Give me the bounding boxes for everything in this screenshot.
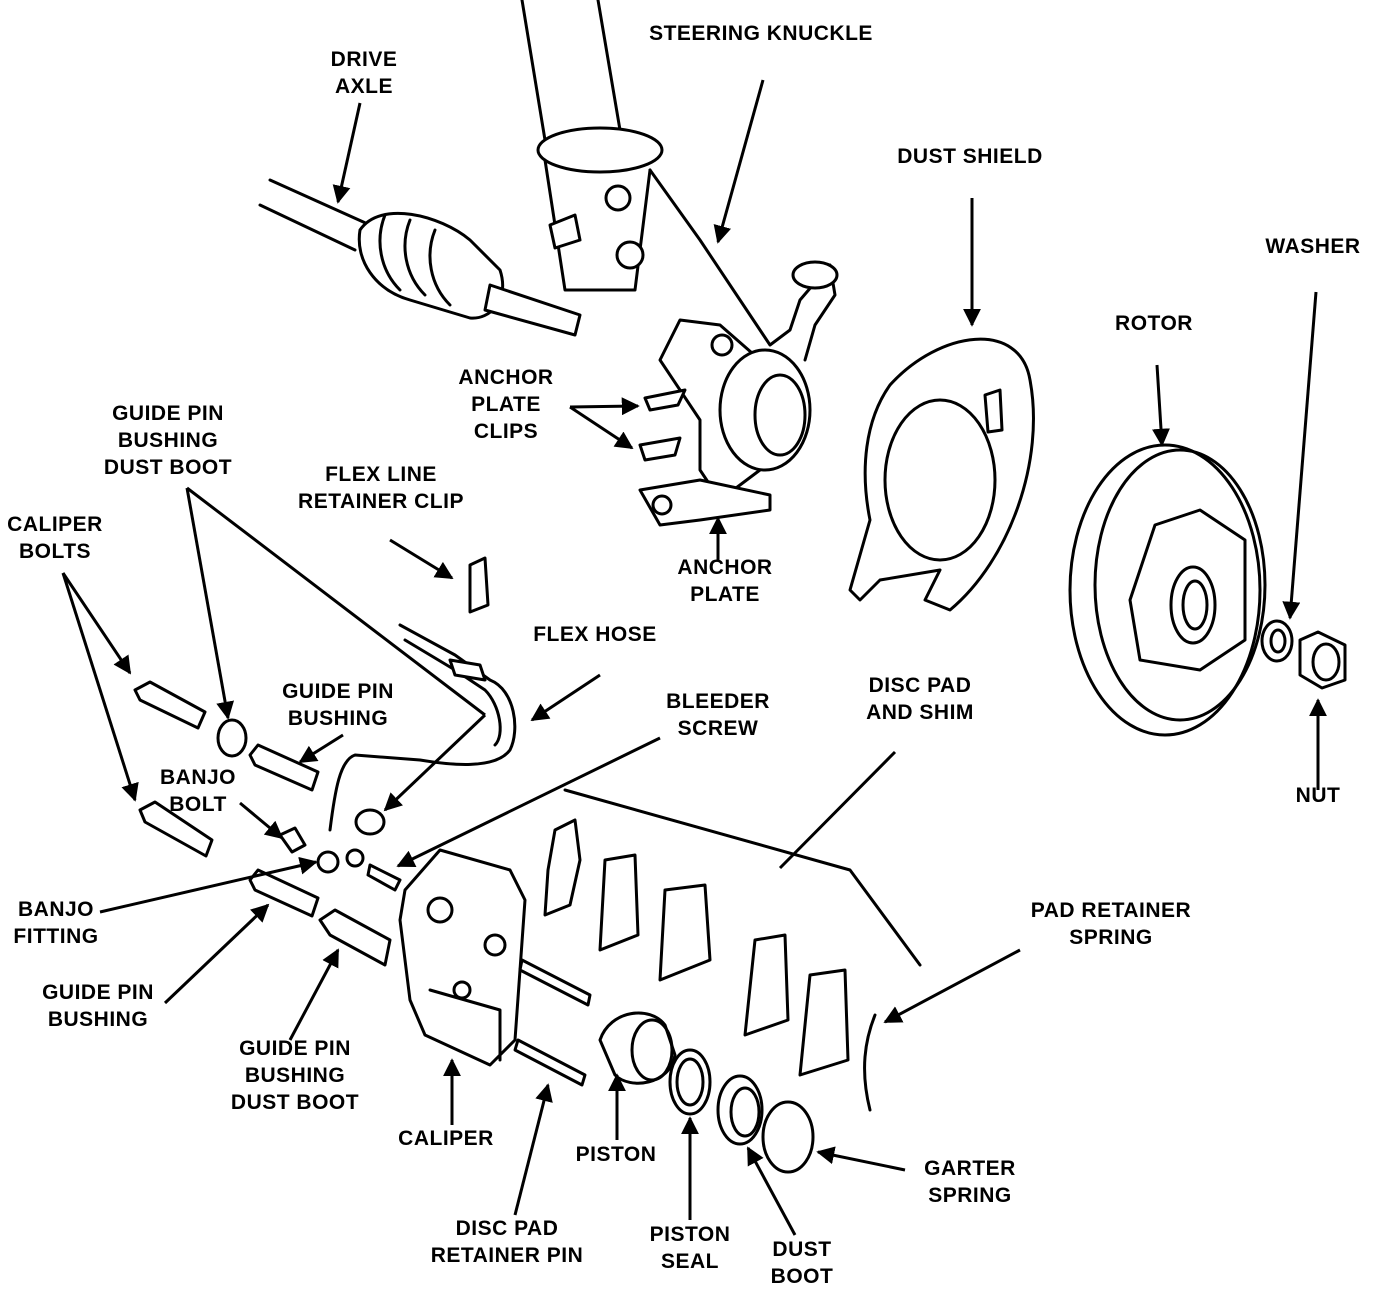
caliper-bolts-drawing	[133, 680, 214, 858]
label-nut: NUT	[1295, 784, 1341, 807]
drive-axle-drawing	[258, 178, 582, 337]
label-washer: WASHER	[1265, 235, 1361, 258]
flex-line-clip-drawing	[468, 556, 490, 614]
disc-pads-drawing	[543, 788, 922, 1077]
label-dust-shield: DUST SHIELD	[897, 145, 1043, 168]
caliper-drawing	[398, 848, 527, 1067]
pointer-lines	[61, 79, 1327, 1236]
rotor-drawing	[1068, 443, 1267, 737]
label-steering-knuckle: STEERING KNUCKLE	[649, 22, 873, 45]
label-piston: PISTON	[575, 1143, 657, 1166]
strut-drawing	[520, 0, 664, 292]
pad-retainer-spring-drawing	[863, 1013, 877, 1112]
anchor-plate-clips-drawing	[638, 388, 687, 462]
dust-shield-drawing	[848, 337, 1035, 612]
washer-nut-drawing	[1260, 619, 1347, 690]
piston-parts-drawing	[598, 1011, 815, 1174]
label-flex-hose: FLEX HOSE	[533, 623, 657, 646]
banjo-drawing	[278, 826, 402, 892]
label-caliper: CALIPER	[398, 1127, 494, 1150]
bushings-drawing	[216, 718, 392, 967]
label-rotor: ROTOR	[1115, 312, 1193, 335]
retainer-pins-drawing	[513, 958, 592, 1087]
steering-knuckle-drawing	[638, 168, 839, 527]
flex-hose-drawing	[328, 623, 517, 832]
